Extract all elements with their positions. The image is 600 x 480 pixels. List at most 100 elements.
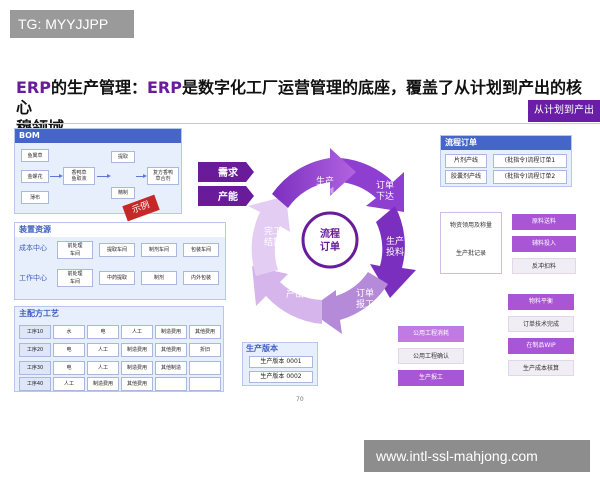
table-cell (189, 361, 221, 375)
material-issue-item: 物资领用及称量 (449, 222, 492, 229)
seg-label-feed-2: 投料 (386, 246, 404, 258)
production-version-panel: 生产版本 生产版本 0001 生产版本 0002 (242, 342, 318, 386)
bom-arrow-head (143, 173, 147, 178)
production-version-item: 生产版本 0002 (249, 371, 313, 383)
equipment-cell: 包装车间 (183, 243, 219, 257)
process-cycle-diagram: 流程 订单 需求 产能 生产 计划 订单 下达 生产 投料 订单 报工 产品 产… (198, 148, 416, 334)
cycle-segment-settlement (248, 196, 290, 276)
production-report: 生产报工 (398, 370, 464, 386)
table-cell: 制造费用 (155, 325, 187, 339)
seg-label-report-1: 订单 (356, 287, 374, 299)
equipment-cell: 提取车间 (99, 243, 135, 257)
table-cell: 工序20 (19, 343, 51, 357)
page-number: 70 (296, 396, 304, 403)
auxiliary-feed: 辅料投入 (512, 236, 576, 252)
seg-label-settle-2: 结算 (264, 236, 282, 248)
table-cell (155, 377, 187, 391)
title-line1: 的生产管理： (50, 78, 147, 97)
bom-arrow (50, 176, 60, 177)
seg-label-release-2: 下达 (376, 190, 394, 202)
cycle-segment-report (308, 272, 388, 334)
equipment-row-label: 工作中心 (19, 274, 47, 282)
table-cell: 制造费用 (121, 343, 153, 357)
equipment-cell: 前处理 车间 (57, 241, 93, 259)
seg-label-report-2: 报工 (356, 298, 374, 310)
table-cell (189, 377, 221, 391)
seg-label-release-1: 订单 (376, 179, 394, 191)
table-cell: 人工 (121, 325, 153, 339)
title-line1b: 是数字化工厂运营管理的底座，覆盖了从计划到产出的核心 (16, 78, 582, 117)
table-cell: 人工 (87, 361, 119, 375)
table-cell: 制造费用 (121, 361, 153, 375)
input-arrow-demand (198, 162, 254, 182)
cycle-center (301, 211, 359, 269)
table-cell: 人工 (53, 377, 85, 391)
batch-record-item: 生产批记录 (455, 250, 486, 257)
bom-item: 鱼翼草 (21, 149, 49, 162)
flow-order-status: (批指令)流程订单1 (493, 154, 567, 168)
equipment-panel: 装置资源 成本中心 前处理 车间 提取车间 制剂车间 包装车间 工作中心 前处理… (14, 222, 226, 300)
bom-item: 香鸭草 鱼取液 (63, 167, 95, 185)
bom-header: BOM (15, 129, 181, 143)
title-erp-2: ERP (147, 78, 182, 97)
flow-line-name: 片剂产线 (445, 154, 487, 168)
table-cell: 工序40 (19, 377, 51, 391)
material-panel (440, 212, 502, 274)
cost-calc: 生产成本核算 (508, 360, 574, 376)
table-cell: 其他制造 (155, 361, 187, 375)
bom-item: 复方香鸭 草合剂 (147, 167, 179, 185)
seg-label-plan-2: 计划 (316, 186, 334, 198)
cycle-segment-output (252, 266, 322, 324)
table-cell: 工序10 (19, 325, 51, 339)
table-cell: 水 (53, 325, 85, 339)
utility-consumption: 公用工程消耗 (398, 326, 464, 342)
overlay-tag: TG: MYYJJPP (10, 10, 134, 38)
seg-label-plan-1: 生产 (316, 175, 334, 187)
production-version-item: 生产版本 0001 (249, 356, 313, 368)
table-cell: 电 (53, 361, 85, 375)
cycle-segment-feeding (370, 206, 416, 298)
cycle-segment-plan (272, 148, 356, 208)
bom-item: 精制 (111, 187, 135, 199)
master-recipe-header: 主配方工艺 (19, 309, 59, 318)
input-label-demand: 需求 (218, 166, 239, 179)
table-cell: 其他费用 (155, 343, 187, 357)
bom-item: 金螺花 (21, 170, 49, 183)
table-cell: 电 (87, 325, 119, 339)
equipment-header: 装置资源 (15, 223, 225, 237)
table-row: 工序40 人工 制造费用 其他费用 (19, 377, 221, 391)
seg-label-output-2: 产出 (286, 288, 304, 300)
watermark: www.intl-ssl-mahjong.com (364, 440, 590, 472)
cycle-center-line1: 流程 (320, 227, 340, 240)
bom-arrow (136, 176, 144, 177)
table-cell: 制造费用 (87, 377, 119, 391)
seg-label-feed-1: 生产 (386, 235, 404, 247)
table-cell: 其他费用 (189, 325, 221, 339)
seg-label-settle-1: 完工 (264, 225, 282, 237)
master-recipe-panel: 主配方工艺 工序10 水 电 人工 制造费用 其他费用 工序20 电 人工 制造… (14, 306, 224, 392)
seg-label-output-1: 产品 (286, 277, 304, 289)
bom-arrow-head (107, 173, 111, 178)
bom-arrow (97, 176, 107, 177)
table-row: 工序20 电 人工 制造费用 其他费用 折旧 (19, 343, 221, 357)
table-cell: 折旧 (189, 343, 221, 357)
cycle-center-line2: 订单 (320, 240, 340, 253)
table-row: 工序30 电 人工 制造费用 其他制造 (19, 361, 221, 375)
equipment-row-label: 成本中心 (19, 244, 47, 252)
equipment-cell: 制剂 (141, 271, 177, 285)
tagline-badge: 从计划到产出 (528, 100, 600, 122)
bom-item: 薄布 (21, 191, 49, 204)
cycle-segment-order-release (340, 158, 404, 212)
flow-line-name: 胶囊剂产线 (445, 170, 487, 184)
table-cell: 电 (53, 343, 85, 357)
flow-order-panel: 流程订单 片剂产线 (批指令)流程订单1 胶囊剂产线 (批指令)流程订单2 (440, 135, 572, 187)
equipment-cell: 中药提取 (99, 271, 135, 285)
equipment-cell: 内外包装 (183, 271, 219, 285)
equipment-cell: 制剂车间 (141, 243, 177, 257)
table-row: 工序10 水 电 人工 制造费用 其他费用 (19, 325, 221, 339)
table-cell: 工序30 (19, 361, 51, 375)
bom-arrow-head (59, 173, 63, 178)
wip-item: 在制品WIP (508, 338, 574, 354)
production-version-header: 生产版本 (246, 344, 278, 353)
input-label-capacity: 产能 (218, 190, 238, 203)
